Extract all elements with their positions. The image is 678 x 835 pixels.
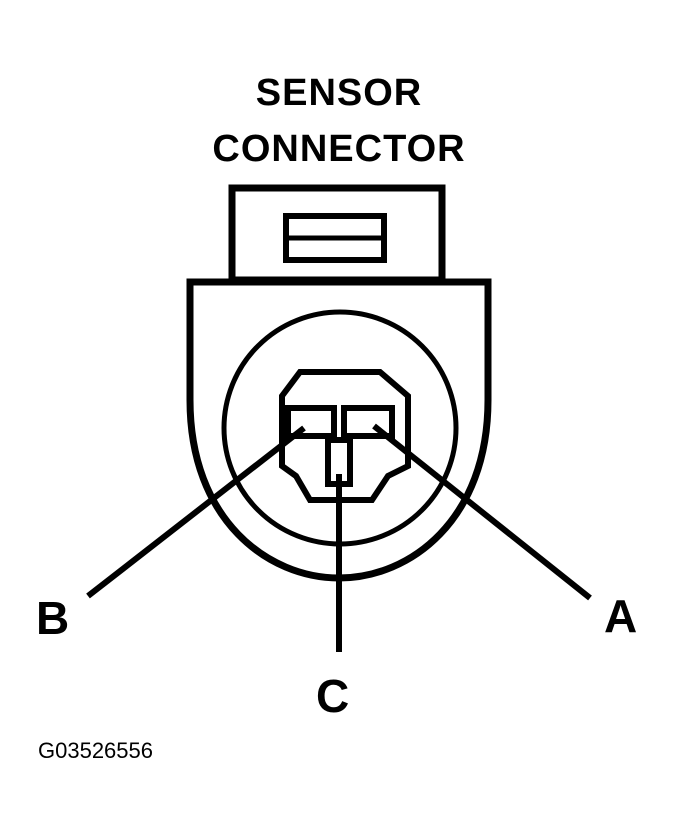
leader-line-a (372, 423, 592, 601)
title-line-sensor: SENSOR (255, 72, 423, 114)
figure-id: G03526556 (38, 738, 153, 763)
title-line-connector: CONNECTOR (212, 128, 466, 170)
pin-label-b: B (36, 592, 69, 644)
pin-label-c: C (316, 670, 349, 722)
leader-line-b (86, 425, 306, 599)
pin-label-a: A (604, 590, 637, 642)
